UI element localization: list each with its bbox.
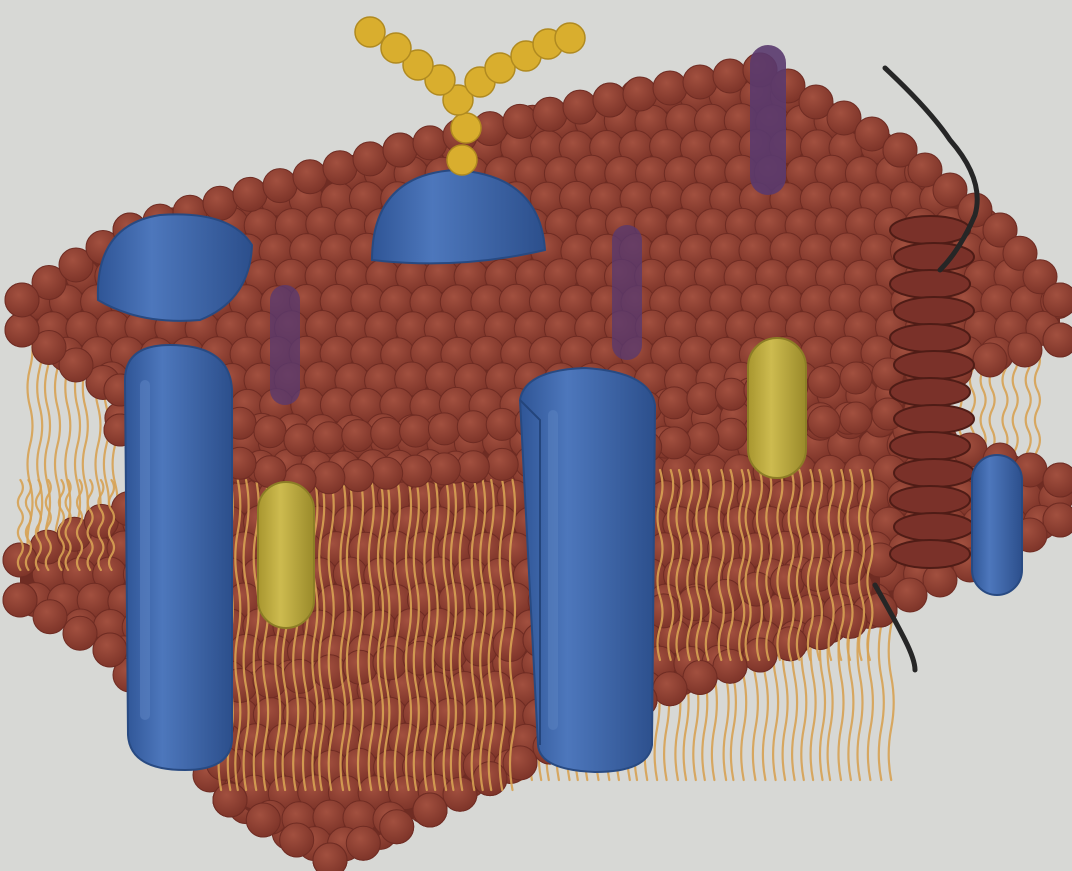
phospholipid-head [593, 83, 627, 117]
phospholipid-head [1008, 333, 1042, 367]
phospholipid-head [400, 415, 432, 447]
phospholipid-head [342, 420, 374, 452]
phospholipid-head [263, 169, 297, 203]
phospholipid-head [687, 423, 719, 455]
phospholipid-head [457, 451, 489, 483]
phospholipid-head [808, 366, 840, 398]
helix-turn [894, 459, 974, 487]
helix-turn [890, 540, 970, 568]
protein-highlight [140, 380, 150, 720]
phospholipid-head [346, 826, 380, 860]
helix-turn [894, 297, 974, 325]
cholesterol-icon [748, 338, 806, 478]
phospholipid-head [486, 408, 518, 440]
phospholipid-head [563, 90, 597, 124]
phospholipid-head [371, 457, 403, 489]
phospholipid-head [380, 810, 414, 844]
phospholipid-head [413, 126, 447, 160]
carbohydrate-bead [355, 17, 385, 47]
phospholipid-head [428, 413, 460, 445]
phospholipid-head [254, 416, 286, 448]
phospholipid-head [383, 133, 417, 167]
purple-protein [750, 45, 786, 195]
phospholipid-head [840, 402, 872, 434]
protein-highlight [548, 410, 558, 730]
helix-turn [890, 486, 970, 514]
phospholipid-head [840, 362, 872, 394]
phospholipid-head [428, 453, 460, 485]
phospholipid-head [503, 746, 537, 780]
helix-turn [890, 270, 970, 298]
phospholipid-head [33, 600, 67, 634]
phospholipid-head [533, 97, 567, 131]
phospholipid-head [5, 313, 39, 347]
helix-turn [894, 351, 974, 379]
phospholipid-head [293, 160, 327, 194]
helix-turn [894, 513, 974, 541]
phospholipid-head [715, 418, 747, 450]
phospholipid-head [371, 417, 403, 449]
phospholipid-head [400, 455, 432, 487]
phospholipid-head [280, 823, 314, 857]
phospholipid-head [486, 448, 518, 480]
helix-turn [894, 243, 974, 271]
phospholipid-head [313, 422, 345, 454]
helix-turn [890, 378, 970, 406]
phospholipid-head [1043, 463, 1072, 497]
phospholipid-head [284, 424, 316, 456]
phospholipid-head [3, 583, 37, 617]
helix-turn [890, 324, 970, 352]
phospholipid-head [683, 661, 717, 695]
phospholipid-head [93, 633, 127, 667]
phospholipid-head [833, 604, 867, 638]
phospholipid-head [1043, 283, 1072, 317]
cholesterol-icon [258, 482, 314, 628]
helix-turn [890, 216, 970, 244]
phospholipid-head [893, 578, 927, 612]
phospholipid-head [658, 427, 690, 459]
phospholipid-head [203, 186, 237, 220]
phospholipid-head [808, 406, 840, 438]
helix-turn [890, 432, 970, 460]
phospholipid-head [457, 411, 489, 443]
phospholipid-head [687, 383, 719, 415]
purple-protein [612, 225, 642, 360]
phospholipid-head [653, 71, 687, 105]
phospholipid-head [653, 672, 687, 706]
phospholipid-head [623, 77, 657, 111]
phospholipid-head [342, 460, 374, 492]
phospholipid-head [323, 151, 357, 185]
phospholipid-head [658, 387, 690, 419]
phospholipid-head [503, 104, 537, 138]
phospholipid-head [1043, 323, 1072, 357]
phospholipid-head [313, 462, 345, 494]
phospholipid-head [973, 343, 1007, 377]
phospholipid-head [413, 793, 447, 827]
phospholipid-head [683, 65, 717, 99]
helix-turn [894, 405, 974, 433]
carbohydrate-bead [555, 23, 585, 53]
purple-protein [270, 285, 300, 405]
phospholipid-head [709, 579, 743, 613]
phospholipid-head [233, 177, 267, 211]
phospholipid-head [715, 378, 747, 410]
integral-protein-small [972, 455, 1022, 595]
carbohydrate-bead [451, 113, 481, 143]
phospholipid-head [353, 142, 387, 176]
phospholipid-head [743, 638, 777, 672]
phospholipid-head [246, 803, 280, 837]
phospholipid-head [713, 59, 747, 93]
phospholipid-head [1043, 503, 1072, 537]
phospholipid-head [63, 616, 97, 650]
carbohydrate-bead [381, 33, 411, 63]
phospholipid-head [313, 843, 347, 871]
carbohydrate-bead [447, 145, 477, 175]
phospholipid-head [5, 283, 39, 317]
